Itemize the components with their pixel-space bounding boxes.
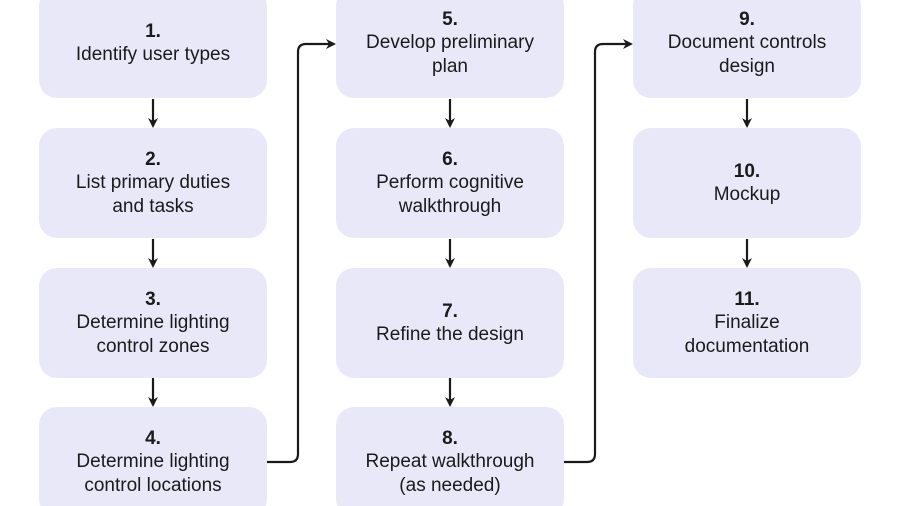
step-box-5: 5. Develop preliminary plan [336,0,564,98]
step-number: 3. [145,288,161,310]
step-box-4: 4. Determine lighting control locations [39,407,267,506]
arrow-4-to-5 [267,39,336,464]
step-box-11: 11. Finalize documentation [633,268,861,378]
step-box-2: 2. List primary duties and tasks [39,128,267,238]
step-box-8: 8. Repeat walkthrough (as needed) [336,407,564,506]
step-label: Document controls design [667,31,827,77]
step-label: Determine lighting control zones [76,311,230,357]
step-label: Determine lighting control locations [76,450,230,496]
step-number: 6. [442,148,458,170]
step-box-6: 6. Perform cognitive walkthrough [336,128,564,238]
step-label: Finalize documentation [684,311,810,357]
step-number: 10. [733,160,761,182]
step-label: Refine the design [376,323,524,345]
step-box-10: 10. Mockup [633,128,861,238]
step-number: 7. [442,300,458,322]
step-number: 11. [734,288,760,310]
step-box-1: 1. Identify user types [39,0,267,98]
step-number: 9. [739,8,755,30]
step-box-9: 9. Document controls design [633,0,861,98]
arrow-8-to-9 [564,39,633,464]
step-number: 5. [442,8,458,30]
step-number: 2. [145,148,161,170]
step-box-7: 7. Refine the design [336,268,564,378]
step-box-3: 3. Determine lighting control zones [39,268,267,378]
step-label: Repeat walkthrough (as needed) [365,450,535,496]
step-label: Identify user types [75,43,231,65]
step-label: Develop preliminary plan [366,31,534,77]
step-label: Perform cognitive walkthrough [376,171,524,217]
step-number: 1. [145,20,161,42]
step-number: 4. [145,427,161,449]
step-label: List primary duties and tasks [75,171,231,217]
step-label: Mockup [713,183,781,205]
step-number: 8. [442,427,458,449]
